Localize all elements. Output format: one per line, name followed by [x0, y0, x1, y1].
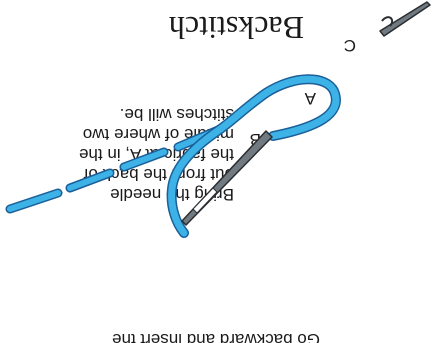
stitch-segment [121, 149, 167, 170]
point-label-a: A [304, 89, 316, 108]
needle-icon-secondary [379, 1, 431, 37]
step2-text-line1: Go backward and insert the [112, 330, 320, 343]
stitch-segment [67, 170, 113, 191]
stitch-segment [7, 190, 61, 212]
diagram-title: Backstitch [169, 10, 304, 46]
needle-icon [181, 130, 273, 226]
thread-icon [166, 74, 341, 238]
thread-stitches [5, 125, 223, 214]
step1-text-line5: stitches will be. [120, 105, 234, 124]
point-label-c: C [344, 36, 356, 55]
point-label-b: B [250, 130, 261, 149]
